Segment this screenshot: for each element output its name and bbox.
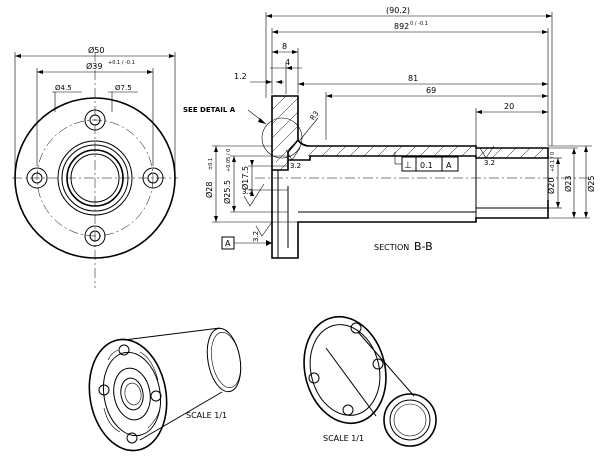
section-view: SEE DETAIL A R3 (90.2) 892 0 / -0.1 8 4 — [183, 6, 596, 259]
bolt-hole-bottom — [84, 225, 106, 247]
isometric-view-left: SCALE 1/1 — [88, 327, 242, 452]
roughness-symbol-middle: 3.2 — [285, 147, 301, 170]
dim-outer-dia: Ø50 — [88, 45, 104, 55]
dim-dia-25-5-tol: +0.05 / 0 — [226, 149, 232, 172]
dim-dia-20-tol: +0.1 / 0 — [550, 152, 556, 172]
dim-dia-28-tol: ±0.1 — [208, 158, 214, 170]
dim-dia-23: Ø23 — [563, 176, 573, 192]
flange-upper — [271, 95, 299, 171]
bolt-hole-top — [84, 109, 106, 131]
dim-dia-25: Ø25 — [586, 176, 596, 192]
dim-length-20: 20 — [504, 102, 514, 111]
perpendicularity-symbol: ⊥ — [404, 161, 412, 171]
bolt-hole-left — [26, 167, 48, 189]
tolerance-value: 0.1 — [420, 161, 433, 170]
dim-pcd: Ø39 — [86, 61, 102, 71]
section-id: B-B — [414, 240, 433, 253]
datum-letter: A — [225, 239, 231, 248]
scale-label-left: SCALE 1/1 — [186, 411, 227, 420]
dim-dia-20: Ø20 — [546, 178, 556, 194]
dim-pcd-tol: +0.1 / -0.1 — [108, 60, 135, 66]
see-detail-label: SEE DETAIL A — [183, 106, 236, 114]
lower-outline — [271, 148, 549, 259]
front-view: Ø50 Ø39 +0.1 / -0.1 Ø4.5 Ø7.5 — [12, 45, 178, 288]
dim-bore-dia: Ø7.5 — [115, 84, 132, 92]
dim-dia-17-5: Ø17.5 — [240, 166, 250, 190]
tolerance-frame: ⊥ 0.1 A — [394, 152, 459, 172]
dim-dia-28: Ø28 — [204, 182, 214, 198]
dim-dia-25-5: Ø25.5 — [222, 180, 232, 204]
tolerance-datum: A — [446, 161, 452, 170]
dim-length-81: 81 — [408, 74, 418, 83]
bolt-hole-right — [142, 167, 164, 189]
dim-fillet: R3 — [309, 110, 321, 122]
dim-length-892-tol: 0 / -0.1 — [410, 21, 428, 27]
dim-step-4: 4 — [285, 58, 290, 67]
dim-length-69: 69 — [426, 86, 436, 95]
roughness-value-2: 3.2 — [252, 231, 260, 242]
roughness-value-4: 3.2 — [484, 159, 495, 167]
roughness-symbol-bore: 3.2 — [242, 183, 265, 207]
roughness-symbol-tip: 3.2 — [479, 145, 495, 167]
roughness-symbol-flange: 3.2 — [252, 221, 273, 242]
dim-flange-width: 8 — [282, 42, 287, 51]
dim-overall-length: (90.2) — [386, 6, 410, 15]
dim-length-892: 892 — [394, 22, 409, 31]
scale-label-right: SCALE 1/1 — [323, 434, 364, 443]
section-label: SECTION — [374, 243, 409, 252]
datum-a: A — [221, 236, 272, 250]
roughness-value-1: 3.2 — [242, 188, 253, 196]
dim-chamfer: 1.2 — [234, 72, 247, 81]
dim-hole-dia: Ø4.5 — [55, 84, 72, 92]
roughness-value-3: 3.2 — [290, 162, 301, 170]
detail-a-circle — [261, 117, 303, 159]
isometric-view-right: SCALE 1/1 — [303, 315, 437, 447]
